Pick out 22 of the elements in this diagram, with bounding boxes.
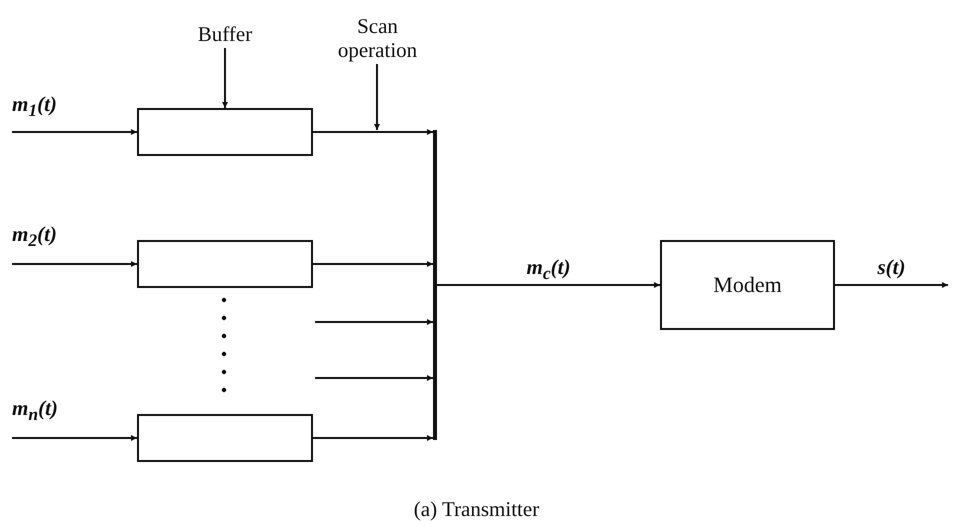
- arrow: [835, 282, 948, 288]
- arrow: [315, 319, 433, 325]
- arrow: [12, 129, 137, 135]
- buffer-box: [137, 240, 313, 288]
- signal-label: m$_{n}$(t): [12, 396, 58, 424]
- arrow: [12, 261, 137, 267]
- arrow: [437, 282, 660, 288]
- arrow: [374, 64, 380, 130]
- buffer-box: [137, 414, 313, 462]
- arrow: [315, 375, 433, 381]
- signal-label: m$_{2}$(t): [12, 222, 57, 250]
- annotation-label: Buffer: [198, 22, 252, 46]
- caption: (a) Transmitter: [414, 497, 540, 521]
- modem-box: Modem: [660, 240, 835, 330]
- buffer-box: [137, 108, 313, 156]
- signal-label: m$_{1}$(t): [12, 92, 57, 120]
- arrow: [222, 48, 228, 108]
- arrow: [313, 261, 433, 267]
- annotation-label: Scan operation: [336, 14, 418, 62]
- arrow: [12, 435, 137, 441]
- arrow: [313, 129, 433, 135]
- arrow: [313, 435, 433, 441]
